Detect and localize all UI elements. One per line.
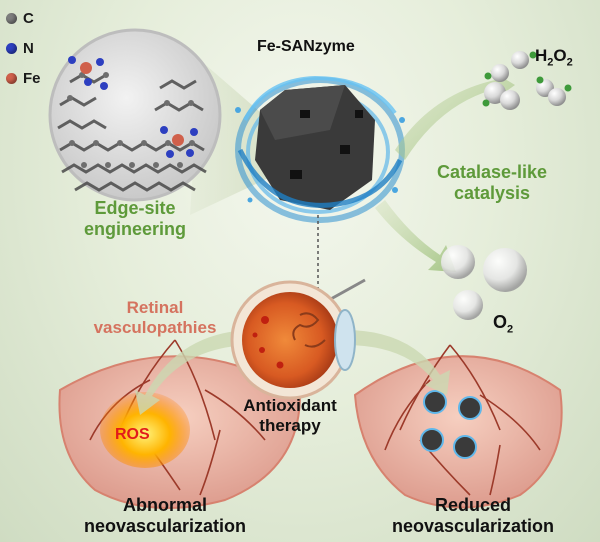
graphene-zoom-circle: [48, 28, 222, 202]
catalase-label: Catalase-like catalysis: [412, 162, 572, 203]
arrow-to-reduced: [345, 330, 450, 395]
abnormal-line2: neovascularization: [83, 515, 247, 536]
reduced-label: Reduced neovascularization: [368, 495, 578, 536]
retinal-line1: Retinal: [126, 298, 184, 317]
legend-nitrogen-label: N: [23, 40, 34, 57]
fe-sanzyme-particle: [235, 75, 405, 223]
edge-site-line1: Edge-site: [94, 198, 176, 218]
eye-illustration: [230, 280, 356, 400]
catalase-line2: catalysis: [453, 182, 531, 203]
o2-bubbles: [441, 245, 527, 320]
fe-sanzyme-label: Fe-SANzyme: [257, 38, 355, 55]
edge-site-line2: engineering: [83, 218, 186, 239]
edge-site-label: Edge-site engineering: [60, 198, 210, 239]
retina-abnormal: [58, 339, 302, 509]
legend-carbon: C: [6, 10, 34, 27]
ros-label: ROS: [115, 426, 150, 443]
carbon-atom-icon: [6, 13, 17, 24]
antioxidant-label: Antioxidant therapy: [230, 396, 350, 435]
abnormal-label: Abnormal neovascularization: [60, 495, 270, 536]
reduced-line1: Reduced: [434, 495, 512, 515]
abnormal-line1: Abnormal: [122, 495, 207, 515]
o2-label: O2: [493, 312, 514, 336]
h2o2-label: H2O2: [535, 46, 573, 69]
legend-iron-label: Fe: [23, 70, 41, 87]
retinal-line2: vasculopathies: [93, 317, 217, 337]
arrow-to-o2: [375, 200, 456, 272]
h2o2-molecules: [482, 51, 572, 110]
nitrogen-atom-icon: [6, 43, 17, 54]
catalase-line1: Catalase-like: [436, 162, 548, 182]
iron-atom-icon: [6, 73, 17, 84]
reduced-line2: neovascularization: [391, 515, 555, 536]
legend-iron: Fe: [6, 70, 41, 87]
legend-carbon-label: C: [23, 10, 34, 27]
retina-reduced: [353, 344, 563, 509]
legend-nitrogen: N: [6, 40, 34, 57]
antioxidant-line1: Antioxidant: [243, 396, 337, 415]
antioxidant-line2: therapy: [259, 415, 321, 435]
retinal-label: Retinal vasculopathies: [75, 298, 235, 337]
